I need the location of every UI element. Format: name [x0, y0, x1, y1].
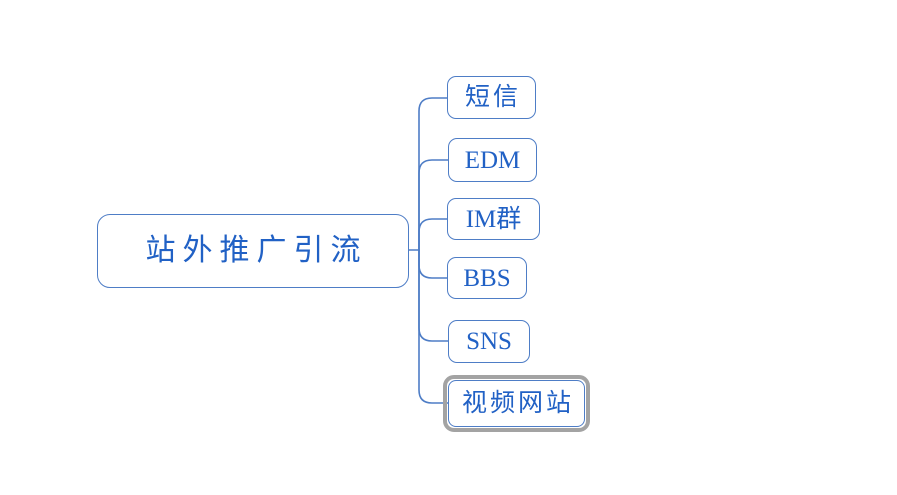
topic-node-edm[interactable]: EDM — [448, 138, 537, 182]
connector-topic-4 — [418, 249, 448, 279]
connector-topic-2 — [418, 159, 449, 251]
topic-node-video-site[interactable]: 视频网站 — [448, 380, 585, 427]
topic-node-sns[interactable]: SNS — [448, 320, 530, 363]
topic-node-label: BBS — [463, 264, 511, 292]
topic-node-sms[interactable]: 短信 — [447, 76, 536, 119]
connector-topic-1 — [418, 97, 448, 251]
topic-node-label: EDM — [464, 146, 521, 174]
selected-node-outline: 视频网站 — [443, 375, 590, 432]
connector-topic-3 — [418, 218, 448, 251]
topic-node-bbs[interactable]: BBS — [447, 257, 527, 299]
root-node-label: 站外推广引流 — [145, 234, 368, 267]
topic-node-label: IM群 — [465, 205, 522, 233]
topic-node-label: SNS — [466, 328, 512, 355]
root-node[interactable]: 站外推广引流 — [97, 214, 409, 288]
connector-topic-6 — [418, 249, 449, 404]
connector-topic-5 — [418, 249, 449, 342]
topic-node-label: 视频网站 — [461, 390, 574, 417]
topic-node-im-group[interactable]: IM群 — [447, 198, 540, 240]
topic-node-label: 短信 — [464, 84, 521, 111]
